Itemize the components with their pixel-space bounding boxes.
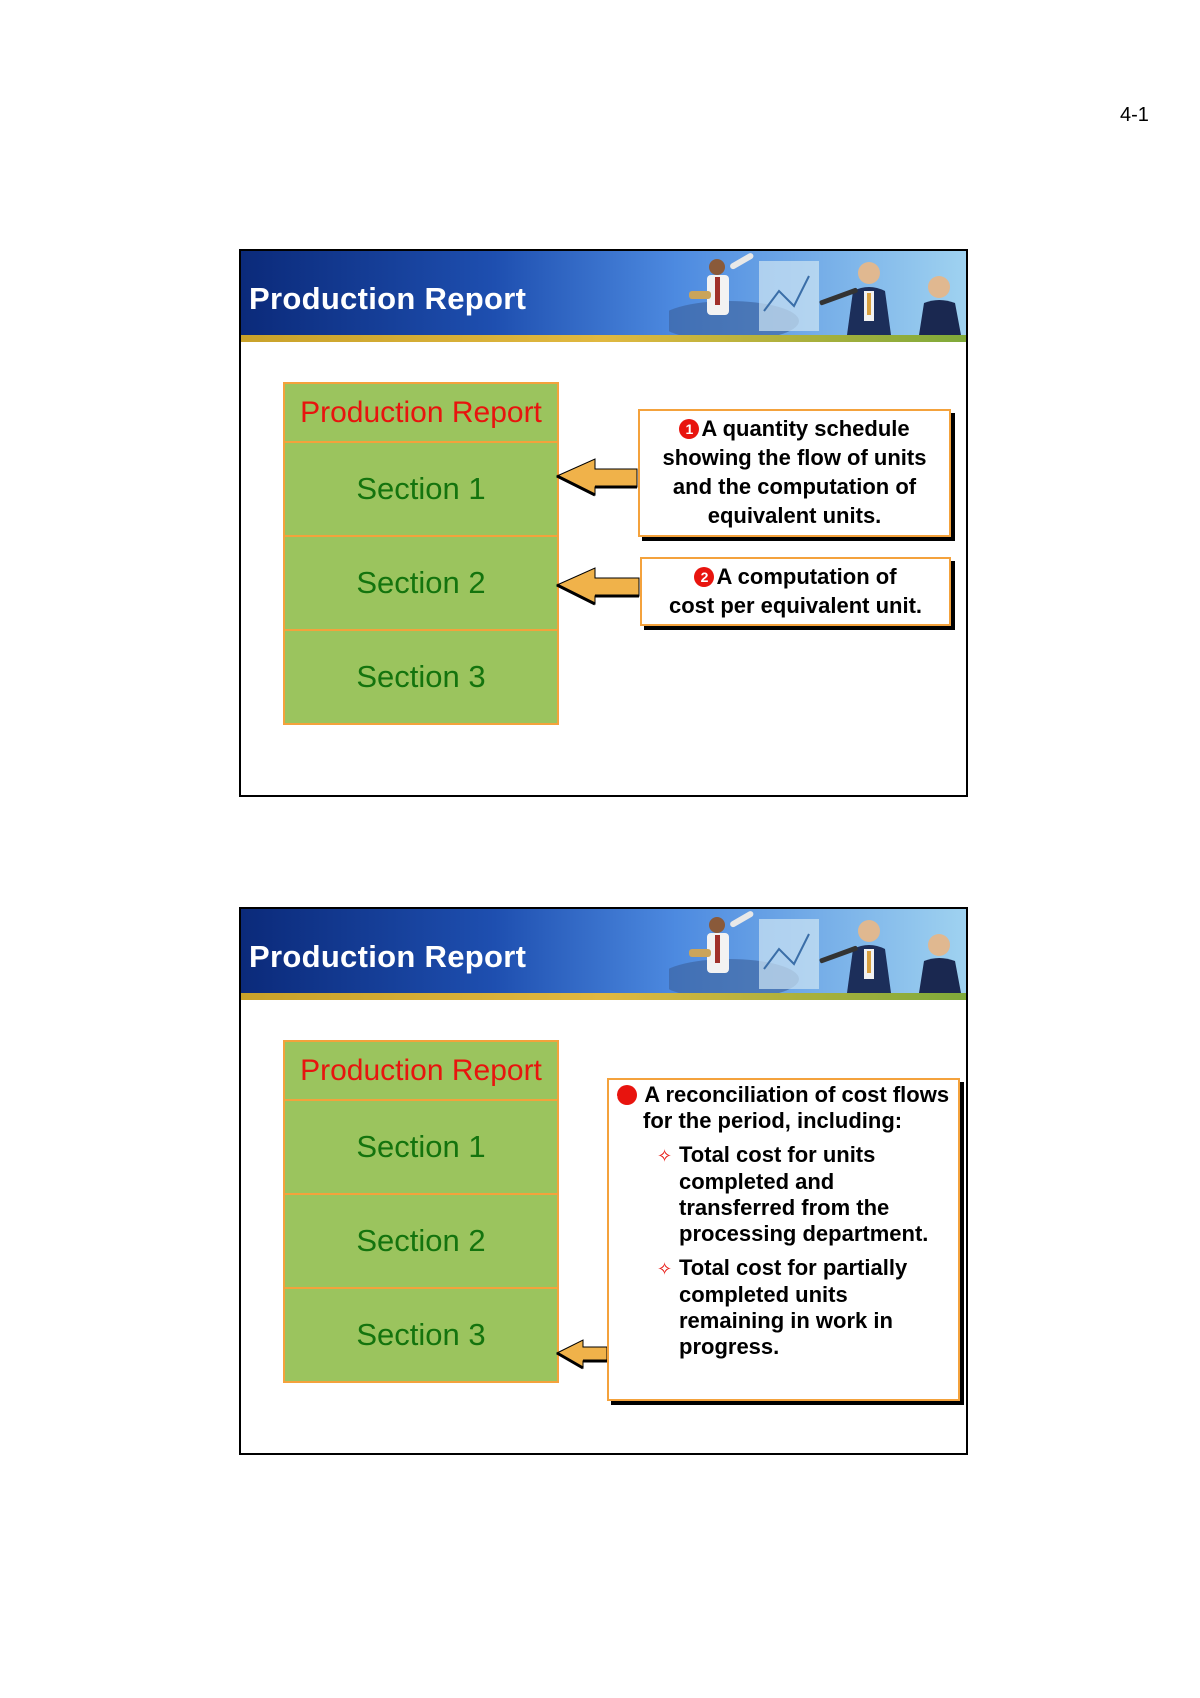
callout-intro: A reconciliation of cost flows for the p… — [643, 1082, 950, 1133]
callout-line: A quantity schedule — [701, 416, 910, 441]
arrow-left-icon — [555, 458, 638, 497]
bullet-text: Total cost for partially completed units… — [679, 1255, 908, 1359]
callout-line: showing the flow of units — [662, 445, 927, 470]
block-title: Production Report — [283, 382, 559, 443]
header-stripe — [241, 335, 966, 342]
header-stripe — [241, 993, 966, 1000]
arrow-left-icon — [555, 1339, 608, 1370]
diamond-bullet-icon: ✧ — [657, 1146, 673, 1166]
section-1-block: Section 1 — [283, 441, 559, 537]
block-title: Production Report — [283, 1040, 559, 1101]
section-1-block: Section 1 — [283, 1099, 559, 1195]
page-number: 4-1 — [1120, 104, 1149, 126]
production-report-blocks: Production Report Section 1 Section 2 Se… — [283, 382, 559, 725]
number-1-icon: 1 — [679, 419, 700, 439]
slide-2: Production Report Production Report Sect… — [239, 907, 968, 1455]
slide-1: Production Report Production Report Sect… — [239, 249, 968, 797]
diamond-bullet-icon: ✧ — [657, 1259, 673, 1279]
list-item: ✧ Total cost for units completed and tran… — [657, 1142, 952, 1247]
header-photo — [669, 911, 961, 993]
slide-title: Production Report — [249, 281, 527, 316]
slide-header: Production Report — [241, 909, 966, 993]
slide-title: Production Report — [249, 939, 527, 974]
number-3-icon: 3 — [610, 1085, 637, 1105]
callout-line: equivalent units. — [707, 503, 882, 528]
section-3-block: Section 3 — [283, 629, 559, 725]
header-photo — [669, 253, 961, 335]
list-item: ✧ Total cost for partially completed unit… — [657, 1255, 952, 1360]
arrow-left-icon — [555, 567, 640, 606]
slide-header: Production Report — [241, 251, 966, 335]
callout-line: A computation of — [716, 564, 897, 589]
production-report-blocks: Production Report Section 1 Section 2 Se… — [283, 1040, 559, 1383]
number-2-icon: 2 — [694, 567, 715, 587]
section-3-block: Section 3 — [283, 1287, 559, 1383]
callout-bullet-list: ✧ Total cost for units completed and tran… — [617, 1142, 952, 1360]
callout-line: and the computation of — [672, 474, 917, 499]
section-2-block: Section 2 — [283, 1193, 559, 1289]
callout-reconciliation: 3 A reconciliation of cost flows for the… — [607, 1078, 960, 1401]
section-2-block: Section 2 — [283, 535, 559, 631]
callout-line: cost per equivalent unit. — [668, 593, 923, 618]
bullet-text: Total cost for units completed and trans… — [679, 1142, 929, 1246]
